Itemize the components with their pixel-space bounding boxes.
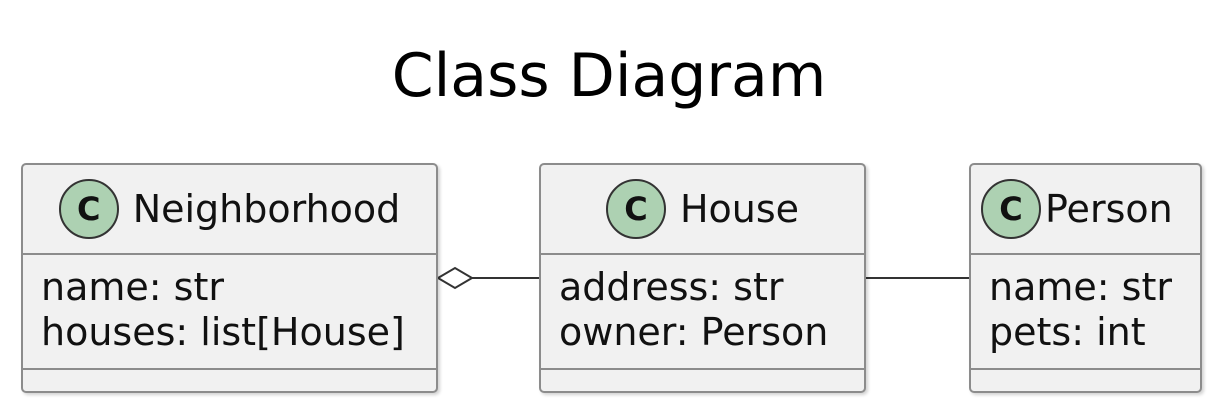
class-name: Person xyxy=(1045,187,1173,231)
attributes-section: name: str pets: int xyxy=(971,255,1200,370)
class-header: C House xyxy=(541,165,864,255)
attribute: address: str xyxy=(559,265,784,309)
attribute: pets: int xyxy=(989,310,1146,354)
attribute: name: str xyxy=(989,265,1172,309)
class-house[interactable]: C House address: str owner: Person xyxy=(539,163,866,393)
class-name: House xyxy=(679,187,800,231)
attribute: houses: list[House] xyxy=(41,310,405,354)
attribute: owner: Person xyxy=(559,310,829,354)
attributes-section: address: str owner: Person xyxy=(541,255,864,370)
diagram-title: Class Diagram xyxy=(391,41,827,111)
class-name: Neighborhood xyxy=(132,187,401,231)
class-header: C Person xyxy=(971,165,1200,255)
class-header: C Neighborhood xyxy=(23,165,436,255)
class-stereotype-icon: C xyxy=(58,179,119,239)
aggregation-diamond-icon xyxy=(436,266,474,290)
attribute: name: str xyxy=(41,265,224,309)
class-stereotype-icon: C xyxy=(981,179,1041,239)
class-person[interactable]: C Person name: str pets: int xyxy=(969,163,1202,393)
class-neighborhood[interactable]: C Neighborhood name: str houses: list[Ho… xyxy=(21,163,438,393)
attributes-section: name: str houses: list[House] xyxy=(23,255,436,370)
class-stereotype-icon: C xyxy=(605,179,666,239)
